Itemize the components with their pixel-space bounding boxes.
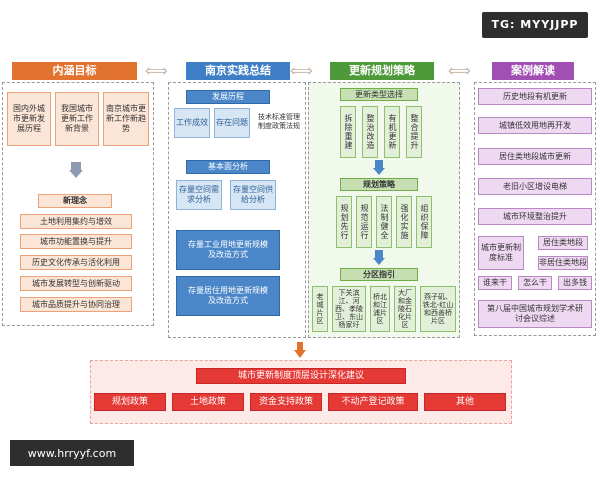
col1-panel (2, 82, 154, 326)
col2-panel (168, 82, 306, 338)
link-arrow-icon: ⟺ (448, 61, 471, 80)
down-arrow-icon (373, 258, 385, 265)
type-item: 整合提升 (406, 106, 422, 158)
industrial-box: 存量工业用地更新规模及改造方式 (176, 230, 280, 270)
link-arrow-icon: ⟺ (290, 61, 313, 80)
history-title: 发展历程 (186, 90, 270, 104)
history-item-1: 工作成效 (174, 108, 210, 138)
zone-item: 大厂和金陵石化片区 (394, 286, 416, 332)
case-item: 城镇低效用地再开发 (478, 117, 592, 134)
strategy-item: 组织保障 (416, 196, 432, 248)
col3-title: 更新规划策略 (330, 62, 434, 80)
history-side-text: 技术标准管理制度政策法规 (258, 113, 300, 130)
type-item: 有机更新 (384, 106, 400, 158)
zone-item: 下关滨江、河西、孝陵卫、东山杨家圩 (332, 286, 366, 332)
link-arrow-icon: ⟺ (145, 61, 168, 80)
down-arrow-icon (294, 350, 306, 358)
basic-title: 基本面分析 (186, 160, 270, 174)
down-arrow-icon (71, 162, 81, 170)
strategy-item: 强化实施 (396, 196, 412, 248)
strategy-item: 规划先行 (336, 196, 352, 248)
type-item: 整治改造 (362, 106, 378, 158)
basic-item-1: 存量空间需求分析 (176, 180, 222, 210)
concept-item: 城市功能置换与提升 (20, 234, 132, 249)
type-item: 拆除重建 (340, 106, 356, 158)
triple-item: 出多钱 (558, 276, 592, 290)
history-item-2: 存在问题 (214, 108, 250, 138)
zone-item: 燕子矶、铁北-红山和西善桥片区 (420, 286, 456, 332)
types-title: 更新类型选择 (340, 88, 418, 101)
down-arrow-icon (69, 170, 83, 178)
strategy-item: 规范运行 (356, 196, 372, 248)
policy-item: 不动产登记政策 (328, 393, 418, 411)
watermark-top: TG: MYYJJPP (491, 18, 579, 31)
col1-top-box-1: 国内外城市更新发展历程 (7, 92, 51, 146)
watermark-bottom-badge (10, 440, 134, 466)
bottom-title: 城市更新制度顶层设计深化建议 (196, 368, 406, 384)
col1-title: 内涵目标 (12, 62, 137, 80)
watermark-top-badge (482, 12, 588, 38)
zone-item: 老城片区 (312, 286, 328, 332)
col1-top-box-2: 我国城市更新工作新背景 (55, 92, 99, 146)
strategy-title: 规划策略 (340, 178, 418, 191)
down-arrow-icon (297, 342, 303, 350)
case-item: 历史地段有机更新 (478, 88, 592, 105)
col1-top-box-3: 南京城市更新工作新趋势 (103, 92, 149, 146)
standard-item: 非居住类地段 (538, 256, 588, 270)
concept-item: 城市发展转型与创新驱动 (20, 276, 132, 291)
triple-item: 谁来干 (478, 276, 512, 290)
case-item: 居住类地段城市更新 (478, 148, 592, 165)
col4-title: 案例解读 (492, 62, 574, 80)
col2-title: 南京实践总结 (186, 62, 290, 80)
concept-item: 土地利用集约与增效 (20, 214, 132, 229)
concept-item: 历史文化传承与活化利用 (20, 255, 132, 270)
concept-title: 新理念 (38, 194, 112, 208)
residential-box: 存量居住用地更新规模及改造方式 (176, 276, 280, 316)
watermark-bottom: www.hrryyf.com (27, 447, 117, 460)
policy-item: 其他 (424, 393, 506, 411)
case-item: 城市环境整治提升 (478, 208, 592, 225)
zone-title: 分区指引 (340, 268, 418, 281)
policy-item: 规划政策 (94, 393, 166, 411)
conference-box: 第八届中国城市规划学术研讨会议综述 (478, 300, 592, 328)
case-item: 老旧小区增设电梯 (478, 178, 592, 195)
triple-item: 怎么干 (518, 276, 552, 290)
basic-item-2: 存量空间供给分析 (230, 180, 276, 210)
concept-item: 城市品质提升与协同治理 (20, 297, 132, 312)
down-arrow-icon (375, 160, 383, 168)
standard-label: 城市更新制度标准 (478, 236, 524, 270)
down-arrow-icon (375, 250, 383, 258)
col4-panel (474, 82, 596, 336)
policy-item: 土地政策 (172, 393, 244, 411)
policy-item: 资金支持政策 (250, 393, 322, 411)
standard-item: 居住类地段 (538, 236, 588, 250)
down-arrow-icon (373, 168, 385, 175)
zone-item: 桥北和江浦片区 (370, 286, 390, 332)
strategy-item: 法制健全 (376, 196, 392, 248)
